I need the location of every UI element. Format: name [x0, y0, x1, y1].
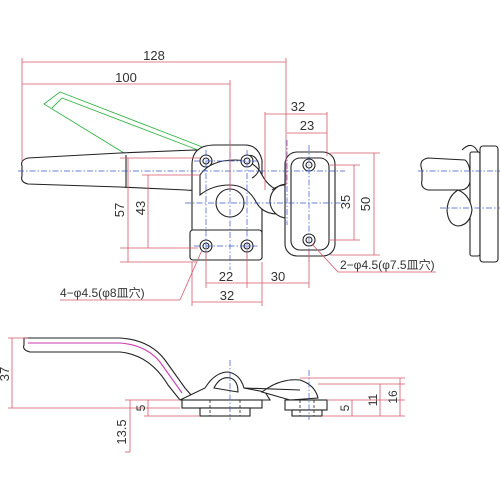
dim-side-plate-h1: 11: [366, 393, 380, 406]
dim-handle-to-pivot: 100: [115, 70, 137, 85]
dim-side-plate-h2: 16: [386, 390, 400, 404]
dim-pivot-to-plate: 23: [300, 118, 314, 133]
dim-overall-length: 128: [143, 48, 165, 63]
dim-side-height: 37: [0, 367, 12, 381]
dim-hole-gap: 30: [271, 269, 285, 284]
dim-plate-overall: 50: [358, 197, 373, 211]
side-handle-highlight: [28, 342, 183, 394]
side-base-plate: [181, 399, 263, 409]
dim-base-hole-pitch: 22: [219, 269, 233, 284]
dim-pivot-height: 43: [133, 201, 148, 215]
dim-plate-height: 35: [338, 195, 353, 209]
dim-pivot-to-hook: 32: [291, 99, 305, 114]
mounting-plate: [284, 151, 336, 257]
top-view: 128 100 32 23 57 43 35 50: [18, 48, 436, 306]
note-plate-holes: 2−φ4.5(φ7.5皿穴): [340, 257, 435, 272]
dim-base-width: 32: [220, 288, 234, 303]
end-view: [418, 144, 500, 263]
centerlines-top: [18, 140, 345, 270]
dim-base-height: 57: [112, 203, 127, 217]
handle-outline: [21, 149, 207, 191]
side-view: 37 13.5 5 5 11 16: [0, 337, 405, 453]
side-handle-outline: [23, 337, 193, 401]
note-base-holes: 4−φ4.5(φ8皿穴): [60, 285, 145, 300]
side-mount-plate: [284, 399, 328, 411]
base-plate: [189, 229, 263, 261]
dim-side-plate-thk: 5: [338, 404, 352, 411]
dim-side-base-thk: 5: [134, 404, 148, 411]
dim-side-offset: 13.5: [114, 419, 129, 444]
